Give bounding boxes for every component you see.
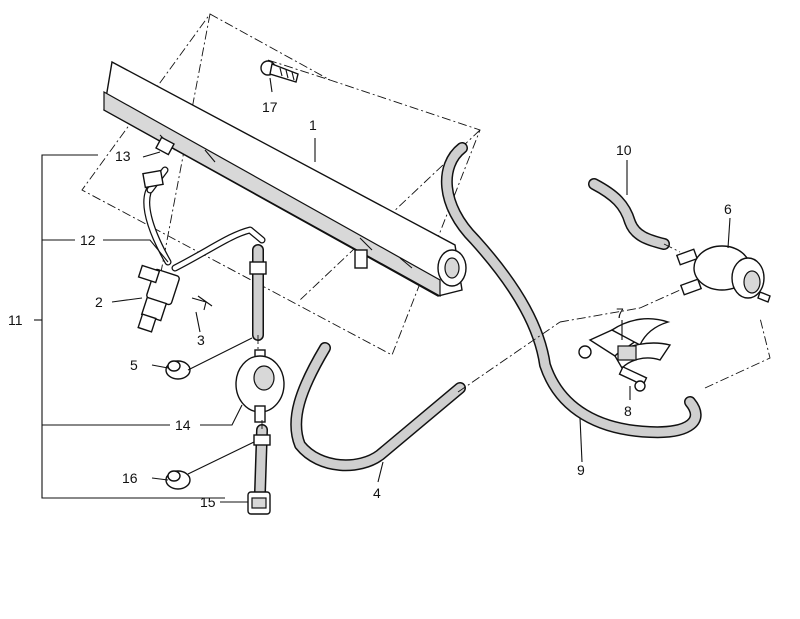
bolt[interactable] xyxy=(260,60,299,83)
inline-fuel-filter[interactable] xyxy=(235,349,285,423)
callout-5: 5 xyxy=(130,357,138,373)
callout-3: 3 xyxy=(197,332,205,348)
leader-lines xyxy=(103,77,731,503)
callout-8: 8 xyxy=(624,403,632,419)
callout-4: 4 xyxy=(373,485,381,501)
callout-7: 7 xyxy=(616,305,624,321)
callout-10: 10 xyxy=(616,142,632,158)
callout-17: 17 xyxy=(262,99,278,115)
callout-6: 6 xyxy=(724,201,732,217)
hose-lower[interactable] xyxy=(253,424,271,498)
callout-13: 13 xyxy=(115,148,131,164)
hose-clamp[interactable] xyxy=(165,360,191,380)
fuel-injector[interactable] xyxy=(137,264,180,333)
return-hose[interactable] xyxy=(290,342,466,472)
hose-upper[interactable] xyxy=(249,244,267,341)
mounting-bracket[interactable] xyxy=(578,318,672,370)
fuel-filter[interactable] xyxy=(675,245,771,303)
fuel-feed-pipe[interactable] xyxy=(142,166,266,272)
hose-clamp-lower[interactable] xyxy=(165,470,191,490)
callout-9: 9 xyxy=(577,462,585,478)
vapor-hose[interactable] xyxy=(440,142,702,439)
short-hose[interactable] xyxy=(588,178,670,250)
callout-2: 2 xyxy=(95,294,103,310)
fuel-rail[interactable] xyxy=(103,60,467,298)
callout-labels: 1 2 3 4 5 6 7 8 9 10 11 12 13 14 15 16 1… xyxy=(8,99,732,510)
callout-1: 1 xyxy=(309,117,317,133)
bracket-bolt[interactable] xyxy=(618,365,648,392)
alignment-lines xyxy=(257,243,771,430)
callout-14: 14 xyxy=(175,417,191,433)
clip[interactable] xyxy=(191,295,213,311)
callout-16: 16 xyxy=(122,470,138,486)
callout-15: 15 xyxy=(200,494,216,510)
callout-11: 11 xyxy=(8,312,23,328)
assembly-bracket xyxy=(34,154,225,499)
fitting[interactable] xyxy=(247,491,271,515)
callout-12: 12 xyxy=(80,232,96,248)
